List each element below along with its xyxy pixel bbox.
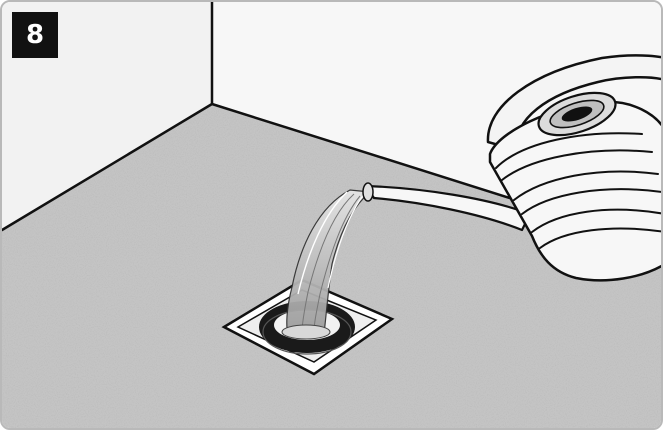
step-number-badge: 8 (12, 12, 58, 58)
water-splash (282, 325, 330, 339)
